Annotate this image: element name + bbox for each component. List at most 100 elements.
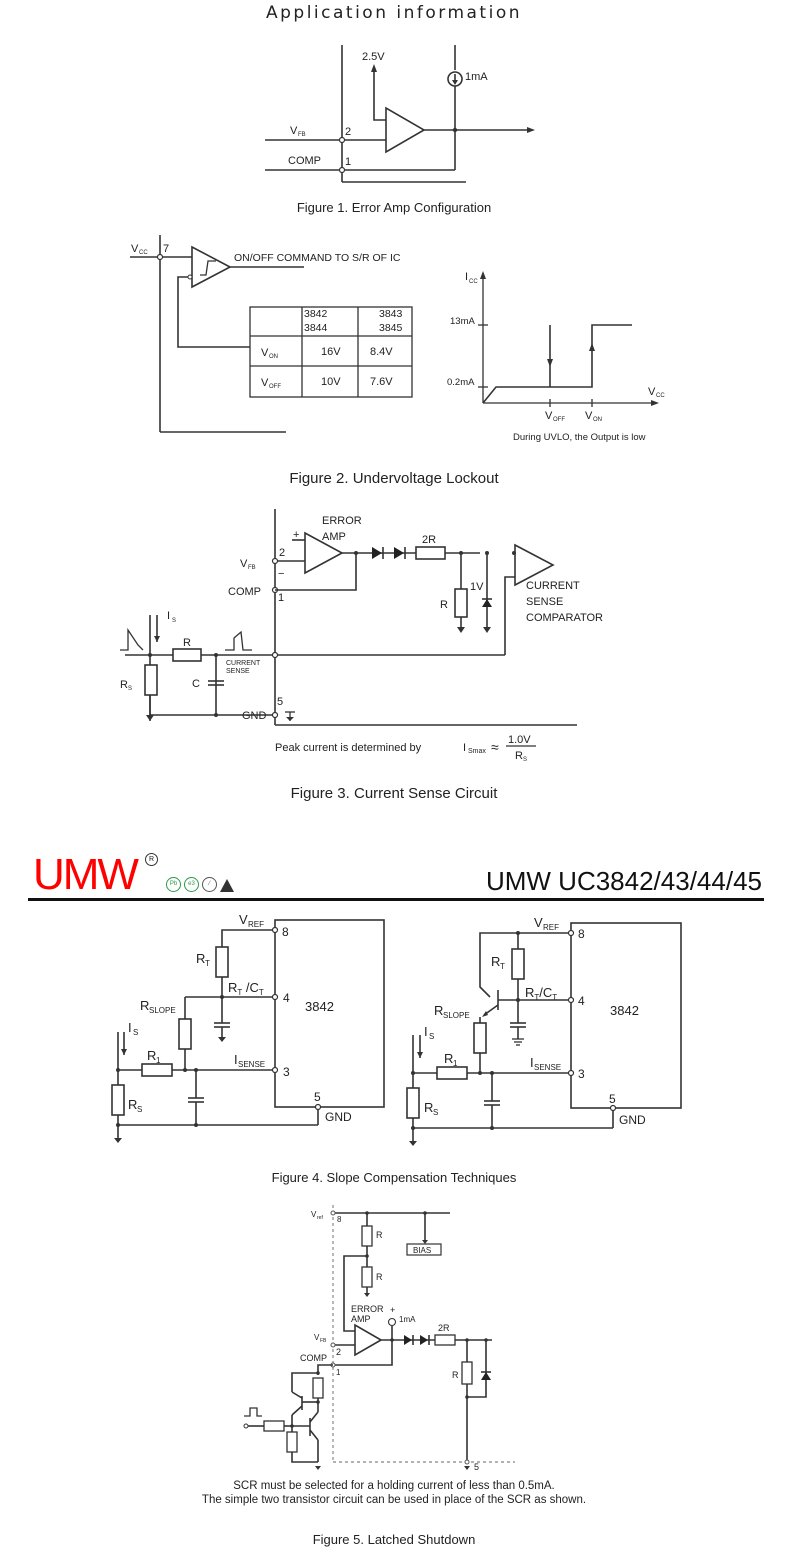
table-header-3842: 3842 [304, 308, 328, 320]
svg-text:R: R [140, 998, 149, 1013]
svg-text:R: R [444, 1051, 453, 1066]
svg-text:ON: ON [593, 417, 602, 423]
vfb-label: V [240, 558, 248, 570]
svg-text:V: V [311, 1210, 317, 1219]
svg-text:1.0V: 1.0V [508, 734, 531, 746]
vfb-label: V [290, 125, 298, 137]
svg-text:1: 1 [156, 1056, 161, 1065]
svg-text:I: I [234, 1052, 238, 1067]
figure-2-caption: Figure 2. Undervoltage Lockout [289, 470, 499, 487]
svg-text:SENSE: SENSE [534, 1063, 561, 1072]
graph-y-tick-13ma: 13mA [450, 316, 475, 327]
svg-text:+: + [293, 529, 299, 541]
csc-label-2: SENSE [526, 596, 563, 608]
svg-text:CC: CC [656, 393, 665, 399]
svg-text:R: R [434, 1003, 443, 1018]
svg-text:V: V [534, 915, 543, 930]
svg-text:≈: ≈ [491, 739, 499, 755]
svg-text:2R: 2R [438, 1323, 450, 1333]
svg-text:5: 5 [314, 1090, 321, 1104]
svg-text:8: 8 [578, 927, 585, 941]
figure-3-caption: Figure 3. Current Sense Circuit [290, 785, 498, 802]
scr-note-2: The simple two transistor circuit can be… [201, 1494, 587, 1506]
svg-text:3: 3 [283, 1065, 290, 1079]
svg-text:3: 3 [578, 1067, 585, 1081]
svg-text:R: R [120, 679, 128, 691]
svg-text:R: R [376, 1230, 383, 1240]
svg-text:S: S [128, 686, 132, 692]
svg-text:I: I [424, 1024, 428, 1039]
svg-text:1: 1 [453, 1059, 458, 1068]
svg-text:5: 5 [474, 1462, 479, 1472]
svg-text:FB: FB [248, 565, 256, 571]
error-amp-label-1: ERROR [322, 515, 362, 527]
scr-note-1: SCR must be selected for a holding curre… [233, 1480, 555, 1492]
halogen-free-icon: ⁄ [202, 877, 217, 892]
svg-text:R: R [424, 1100, 433, 1115]
svg-text:CC: CC [469, 279, 478, 285]
esd-icon [220, 879, 234, 892]
voff-3843-value: 7.6V [370, 376, 393, 388]
svg-text:V: V [314, 1333, 320, 1342]
table-header-3844: 3844 [304, 322, 328, 334]
chip-label: 3842 [305, 999, 334, 1014]
svg-text:FB: FB [320, 1338, 327, 1344]
umw-logo: UMW [33, 850, 139, 899]
graph-y-tick-0-2ma: 0.2mA [447, 377, 475, 388]
compliance-badges: Pb e3 ⁄ [166, 877, 234, 892]
svg-text:I: I [167, 610, 170, 622]
svg-text:ERROR: ERROR [351, 1304, 384, 1314]
current-sense-label-1: CURRENT [226, 660, 261, 667]
svg-text:R: R [147, 1048, 156, 1063]
von-label: V [261, 347, 269, 359]
comp-label: COMP [228, 586, 261, 598]
svg-text:2R: 2R [422, 534, 436, 546]
svg-text:4: 4 [578, 994, 585, 1008]
uvlo-note: During UVLO, the Output is low [513, 432, 646, 443]
bias-label: BIAS [413, 1246, 431, 1255]
figure-5-caption: Figure 5. Latched Shutdown [312, 1532, 476, 1547]
svg-text:CC: CC [139, 250, 148, 256]
svg-text:S: S [433, 1108, 438, 1117]
e3-icon: e3 [184, 877, 199, 892]
svg-text:FB: FB [298, 132, 306, 138]
graph-x-tick-von: V [585, 410, 593, 422]
svg-text:S: S [429, 1032, 434, 1041]
svg-text:T: T [500, 962, 505, 971]
svg-text:R: R [196, 951, 205, 966]
svg-text:C: C [192, 678, 200, 690]
graph-x-axis-label: V [648, 386, 656, 398]
svg-text:COMP: COMP [300, 1353, 327, 1363]
svg-text:I: I [128, 1020, 132, 1035]
rt-ct-label: RT /CT [228, 980, 264, 997]
svg-text:SLOPE: SLOPE [443, 1011, 470, 1020]
svg-text:1: 1 [278, 592, 284, 604]
figure-4-caption: Figure 4. Slope Compensation Techniques [271, 1170, 517, 1185]
svg-text:ON: ON [269, 354, 278, 360]
figure-1-caption: Figure 1. Error Amp Configuration [296, 200, 492, 215]
svg-text:S: S [137, 1105, 142, 1114]
error-amp-label-2: AMP [322, 531, 346, 543]
svg-text:V: V [239, 912, 248, 927]
svg-text:RT/CT: RT/CT [525, 985, 557, 1002]
voff-label: V [261, 377, 269, 389]
svg-text:REF: REF [248, 920, 264, 929]
svg-text:5: 5 [277, 696, 283, 708]
svg-text:8: 8 [282, 925, 289, 939]
vcc-label: V [131, 243, 139, 255]
svg-text:R: R [452, 1370, 459, 1380]
figure-3-current-sense-diagram: ERROR AMP + 2 − V FB COMP 1 2R R 1V CURR… [120, 509, 603, 763]
graph-y-axis-label: I [465, 271, 468, 283]
svg-text:REF: REF [543, 923, 559, 932]
registered-mark: R [145, 853, 158, 866]
svg-text:R: R [440, 599, 448, 611]
table-header-3845: 3845 [379, 322, 403, 334]
svg-text:I: I [463, 742, 466, 754]
current-source-label: 1mA [465, 71, 488, 83]
svg-text:S: S [133, 1028, 138, 1037]
header-rule [28, 898, 764, 901]
pin-2-label: 2 [345, 126, 351, 138]
comp-label: COMP [288, 155, 321, 167]
svg-text:5: 5 [609, 1092, 616, 1106]
svg-text:1V: 1V [470, 581, 484, 593]
